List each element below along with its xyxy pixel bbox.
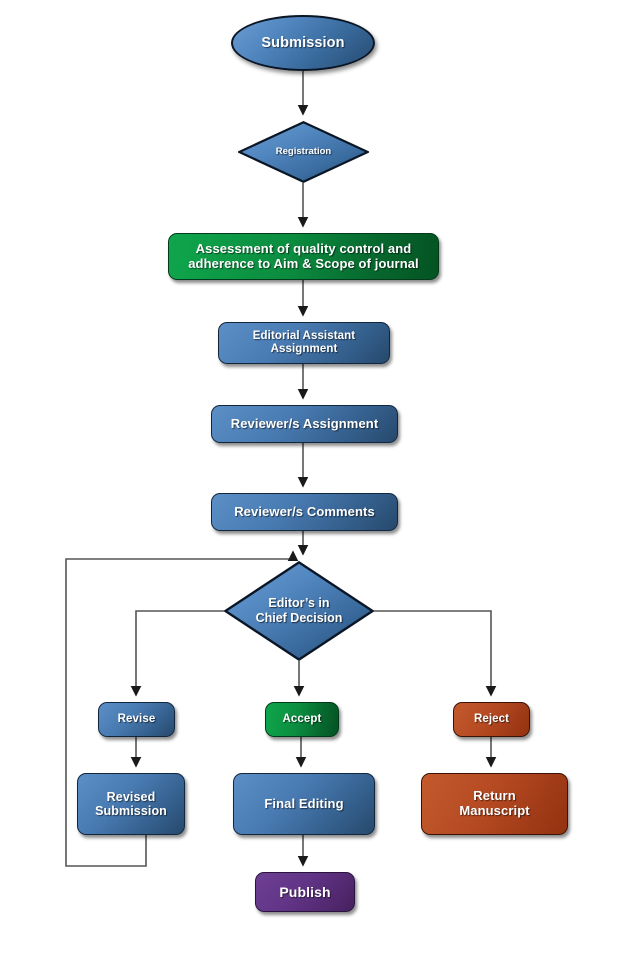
diamond-shape-decision	[224, 561, 374, 661]
node-revised-submission-line2: Submission	[95, 804, 167, 818]
node-submission[interactable]: Submission	[231, 15, 375, 71]
node-reject[interactable]: Reject	[453, 702, 530, 737]
diamond-shape-registration	[238, 121, 369, 183]
edge-decision-to-revise	[130, 610, 224, 697]
node-editorial-assistant[interactable]: Editorial Assistant Assignment	[218, 322, 390, 364]
edge-decision-to-reject	[374, 610, 497, 697]
node-accept[interactable]: Accept	[265, 702, 339, 737]
node-revised-submission[interactable]: Revised Submission	[77, 773, 185, 835]
node-decision-line1: Editor’s in	[268, 596, 330, 610]
node-reviewer-comments[interactable]: Reviewer/s Comments	[211, 493, 398, 531]
node-editor-chief-decision[interactable]: Editor’s in Chief Decision	[224, 561, 374, 661]
node-assessment[interactable]: Assessment of quality control and adhere…	[168, 233, 439, 280]
node-publish[interactable]: Publish	[255, 872, 355, 912]
node-revise[interactable]: Revise	[98, 702, 175, 737]
node-editorial-assistant-line2: Assignment	[270, 343, 338, 355]
node-editorial-assistant-line1: Editorial Assistant	[252, 329, 356, 342]
node-editor-chief-decision-label: Editor’s in Chief Decision	[256, 596, 343, 626]
node-reviewer-comments-label: Reviewer/s Comments	[234, 503, 375, 519]
node-submission-label: Submission	[261, 34, 345, 51]
node-registration-label: Registration	[275, 146, 332, 158]
node-revised-submission-label: Revised Submission	[91, 790, 171, 819]
node-reject-label: Reject	[473, 712, 510, 725]
node-assessment-label: Assessment of quality control and adhere…	[184, 240, 423, 272]
node-final-editing[interactable]: Final Editing	[233, 773, 375, 835]
node-accept-label: Accept	[282, 712, 322, 725]
node-editorial-assistant-label: Editorial Assistant Assignment	[249, 330, 359, 356]
node-publish-label: Publish	[279, 883, 331, 900]
node-decision-line2: Chief Decision	[255, 611, 343, 625]
node-reviewer-assignment-label: Reviewer/s Assignment	[230, 415, 379, 431]
node-registration[interactable]: Registration	[238, 121, 369, 183]
node-return-manuscript-label: Return Manuscript	[455, 788, 533, 819]
node-revise-label: Revise	[117, 712, 156, 725]
node-final-editing-label: Final Editing	[264, 795, 344, 811]
node-revised-submission-line1: Revised	[106, 789, 156, 804]
node-return-manuscript[interactable]: Return Manuscript	[421, 773, 568, 835]
node-assessment-line1: Assessment of quality control and	[195, 240, 412, 256]
node-assessment-line2: adherence to Aim & Scope of journal	[188, 255, 419, 271]
node-reviewer-assignment[interactable]: Reviewer/s Assignment	[211, 405, 398, 443]
node-return-manuscript-line2: Manuscript	[459, 803, 530, 818]
node-return-manuscript-line1: Return	[473, 788, 516, 804]
